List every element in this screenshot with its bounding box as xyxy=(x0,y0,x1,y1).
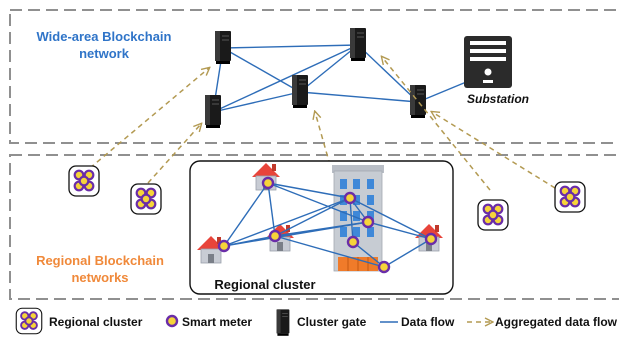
substation-label: Substation xyxy=(467,92,529,106)
substation-icon xyxy=(464,36,512,88)
server-icon xyxy=(291,74,309,109)
wide-area-title-line2: network xyxy=(79,46,130,61)
smart-meter-icon xyxy=(268,229,282,243)
smart-meter-icon xyxy=(424,232,438,246)
aggregated-flows xyxy=(89,57,556,191)
legend-aggregated-data-flow: Aggregated data flow xyxy=(495,315,618,329)
regional-title: Regional Blockchain xyxy=(36,253,164,268)
smart-meter-icon xyxy=(343,191,357,205)
legend-regional-cluster: Regional cluster xyxy=(49,315,143,329)
smart-meter-icon xyxy=(346,235,360,249)
smart-meter-icon xyxy=(165,314,179,328)
regional-cluster-box xyxy=(189,160,454,295)
legend-smart-meter: Smart meter xyxy=(182,315,252,329)
server-icon xyxy=(409,84,427,119)
legend-data-flow: Data flow xyxy=(401,315,455,329)
smart-meter-icon xyxy=(361,215,375,229)
regional-cluster-icon xyxy=(15,307,43,335)
server-icon xyxy=(276,308,290,337)
legend-cluster-gate: Cluster gate xyxy=(297,315,367,329)
regional-region xyxy=(9,154,619,300)
legend: Regional cluster Smart meter Cluster gat… xyxy=(15,307,618,337)
regional-cluster-label: Regional cluster xyxy=(214,277,315,292)
regional-title-line2: networks xyxy=(71,270,128,285)
regional-cluster-icon xyxy=(67,164,101,198)
server-icon xyxy=(204,94,222,129)
server-icon xyxy=(349,27,367,62)
wide-area-title: Wide-area Blockchain xyxy=(37,29,172,44)
regional-cluster-icon xyxy=(129,182,163,216)
server-icon xyxy=(214,30,232,65)
wide-area-region xyxy=(9,9,619,144)
regional-cluster-icon xyxy=(476,198,510,232)
smart-meter-icon xyxy=(217,239,231,253)
smart-meter-icon xyxy=(261,176,275,190)
smart-meter-icon xyxy=(377,260,391,274)
regional-cluster-icon xyxy=(553,180,587,214)
